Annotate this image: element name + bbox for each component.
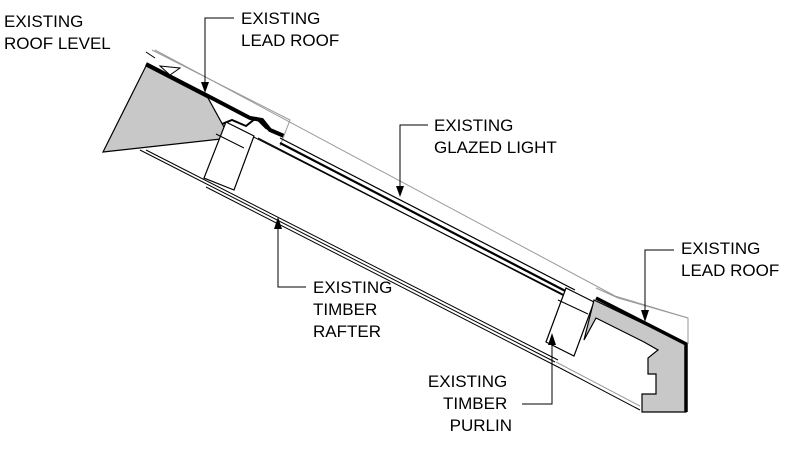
rafter-top-line xyxy=(231,125,587,307)
label-lead-roof-top: EXISTING LEAD ROOF xyxy=(241,9,339,50)
roof-level-marker xyxy=(158,65,182,76)
label-roof-level: EXISTING ROOF LEVEL xyxy=(4,12,111,53)
leader-roof-level xyxy=(145,51,156,59)
arrow-timber-purlin xyxy=(548,333,556,345)
leader-timber-purlin xyxy=(522,336,553,405)
glazing-line-2 xyxy=(279,142,576,297)
glazing-outer-line xyxy=(154,49,616,297)
leader-lead-roof-right xyxy=(644,249,674,318)
glazing-line-1 xyxy=(279,137,576,291)
leader-lead-roof-top xyxy=(204,17,234,90)
leader-glazed-light xyxy=(399,124,428,195)
lower-purlin-detail xyxy=(557,299,589,315)
label-timber-purlin: EXISTING TIMBER PURLIN xyxy=(428,372,512,435)
right-lead-roof xyxy=(595,296,688,412)
label-timber-rafter: EXISTING TIMBER RAFTER xyxy=(313,278,397,341)
left-concrete-section xyxy=(101,65,231,153)
label-glazed-light: EXISTING GLAZED LIGHT xyxy=(434,116,557,157)
arrow-lead-roof-top xyxy=(201,82,209,93)
rafter-soffit-line-2 xyxy=(559,367,641,411)
upper-purlin-detail xyxy=(215,133,245,149)
arrow-timber-rafter xyxy=(274,217,282,229)
rafter-bottom-line xyxy=(139,149,556,363)
right-glazing-end xyxy=(614,295,689,319)
upper-purlin xyxy=(203,121,255,191)
existing-roof-outline-right xyxy=(595,287,689,344)
lower-purlin xyxy=(545,287,595,357)
arrow-lead-roof-right xyxy=(641,310,649,322)
rafter-soffit-line xyxy=(205,186,561,369)
rafter-bottom-line-2 xyxy=(145,149,559,361)
leader-timber-rafter xyxy=(277,220,306,288)
label-lead-roof-right: EXISTING LEAD ROOF xyxy=(681,239,779,280)
arrow-glazed-light xyxy=(396,186,404,197)
right-concrete-section xyxy=(583,299,687,413)
rafter-soffit-line-3 xyxy=(555,361,641,407)
lead-flashing xyxy=(221,116,285,137)
